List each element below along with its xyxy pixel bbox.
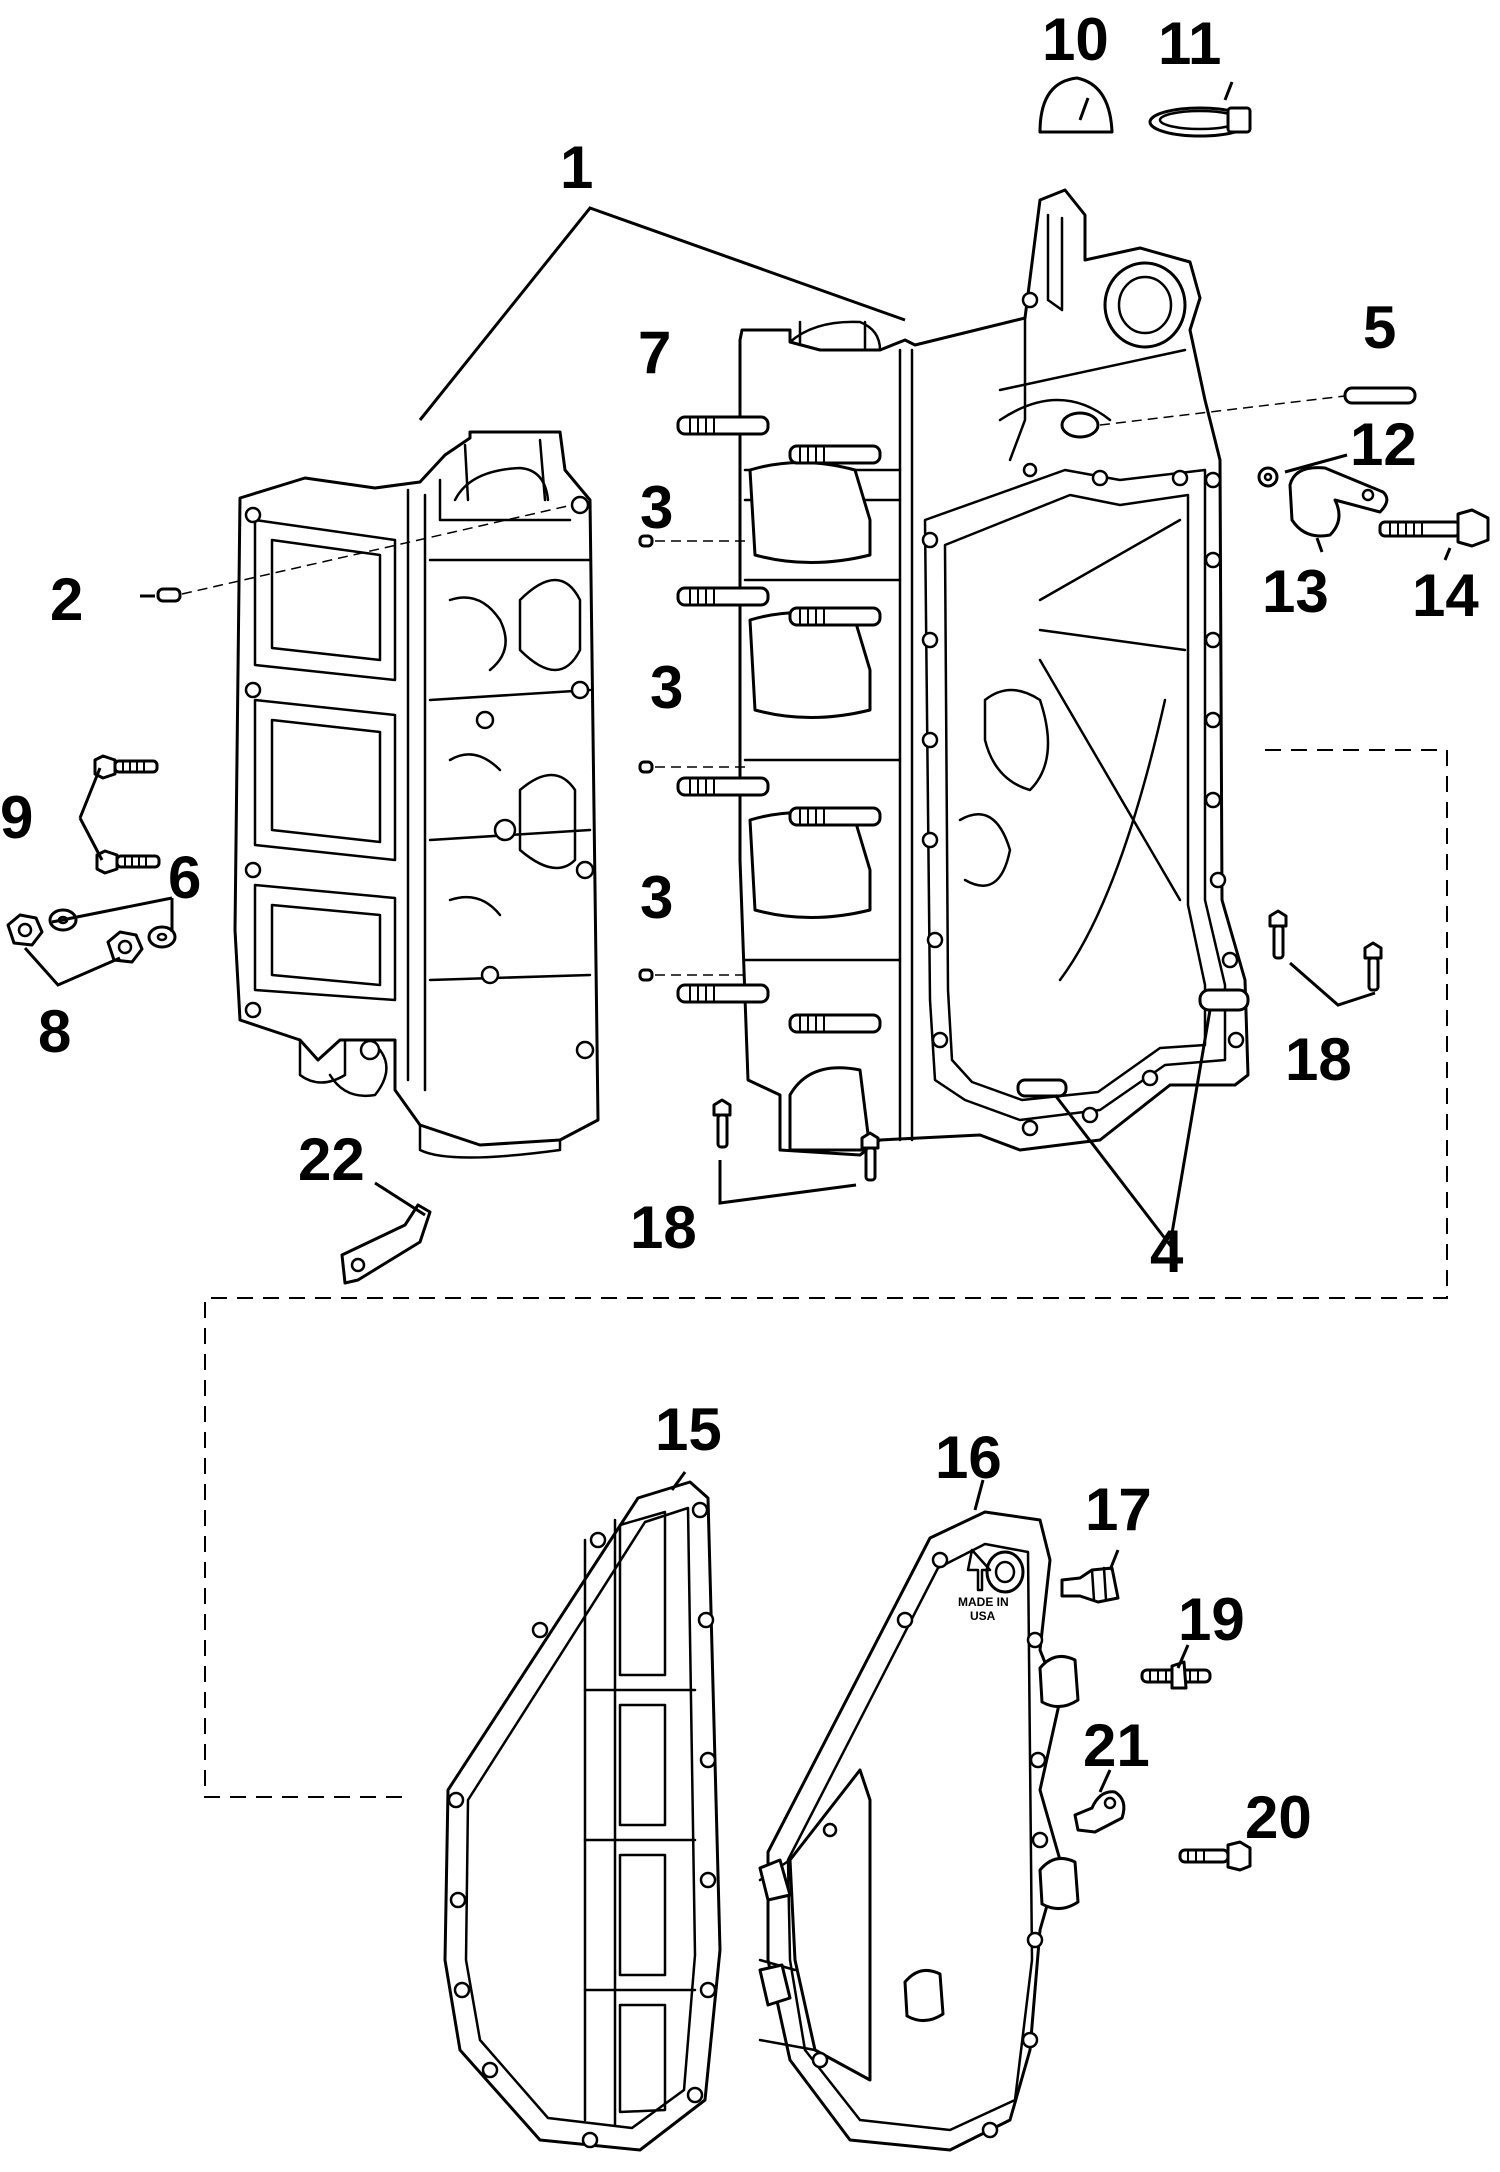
callout-14: 14 <box>1412 562 1479 629</box>
callout-21: 21 <box>1083 1712 1150 1779</box>
callout-3-middle: 3 <box>650 654 683 721</box>
callout-1: 1 <box>560 134 593 201</box>
nuts-and-washers <box>6 908 177 964</box>
cylinder-block <box>738 188 1250 1157</box>
exhaust-manifold-housing <box>233 430 600 1159</box>
tooth-lock-washer <box>1257 466 1279 488</box>
callout-2: 2 <box>50 566 83 633</box>
callout-17: 17 <box>1085 1476 1152 1543</box>
exhaust-cover-plate: MADE IN USA <box>758 1510 1080 2152</box>
callout-19: 19 <box>1178 1586 1245 1653</box>
ground-strap <box>340 1203 432 1285</box>
callout-12: 12 <box>1350 411 1417 478</box>
woodruff-key <box>1038 76 1114 134</box>
hex-bolt <box>1378 508 1490 548</box>
callout-13: 13 <box>1262 558 1329 625</box>
locating-dowels <box>1016 988 1250 1098</box>
callout-10: 10 <box>1042 6 1109 73</box>
cover-screws <box>712 909 1383 1182</box>
dowel-pin <box>156 504 573 603</box>
dashed-assembly-boundary <box>204 749 1448 1798</box>
callout-3-upper: 3 <box>640 474 673 541</box>
cylinder-studs <box>676 415 882 1034</box>
cable-bracket <box>1288 466 1389 538</box>
callout-18-right: 18 <box>1285 1026 1352 1093</box>
callout-18-left: 18 <box>630 1194 697 1261</box>
cover-bolt <box>1178 1840 1252 1872</box>
callout-4: 4 <box>1150 1218 1184 1285</box>
hose-clamp <box>1148 106 1252 138</box>
callout-15: 15 <box>655 1396 722 1463</box>
callout-22: 22 <box>298 1126 365 1193</box>
callout-6: 6 <box>168 844 201 911</box>
cover-gasket <box>443 1480 722 2152</box>
alignment-pin <box>1099 386 1417 426</box>
callout-20: 20 <box>1245 1784 1312 1851</box>
callout-7: 7 <box>638 319 671 386</box>
cover-stamp-country: USA <box>970 1609 996 1623</box>
callout-11: 11 <box>1158 10 1221 77</box>
hose-fitting <box>1060 1566 1120 1604</box>
callout-9: 9 <box>0 784 33 851</box>
callout-8: 8 <box>38 998 71 1065</box>
leader-lines <box>23 81 1452 1793</box>
callout-5: 5 <box>1363 294 1396 361</box>
flange-bolts <box>93 754 161 875</box>
threaded-stud <box>1140 1660 1212 1690</box>
plug-fittings <box>638 534 745 982</box>
hose-clip <box>1073 1790 1126 1834</box>
callout-3-lower: 3 <box>640 864 673 931</box>
callout-labels: 1 2 3 3 3 4 5 6 7 8 9 10 11 12 13 14 15 … <box>0 6 1479 1851</box>
cover-stamp-made-in: MADE IN <box>958 1595 1009 1609</box>
callout-16: 16 <box>935 1424 1002 1491</box>
